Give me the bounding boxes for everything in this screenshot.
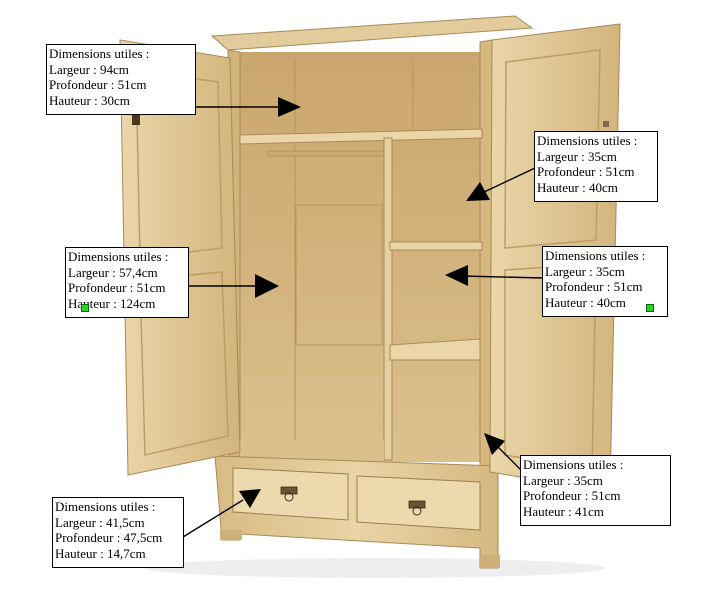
annotation-height: Hauteur : 40cm <box>537 179 618 195</box>
annotation-right-upper: Dimensions utiles : Largeur : 35cm Profo… <box>534 131 658 202</box>
green-marker-right <box>646 304 654 312</box>
drawer-left-handle <box>280 486 298 495</box>
shelf-2 <box>389 338 481 361</box>
drawer-right-handle <box>408 500 426 509</box>
arrows <box>182 97 544 538</box>
cabinet-interior <box>238 52 484 462</box>
annotation-height: Hauteur : 30cm <box>49 92 130 108</box>
annotation-title: Dimensions utiles : <box>68 249 169 264</box>
annotation-width: Largeur : 35cm <box>545 263 625 279</box>
annotation-title: Dimensions utiles : <box>49 46 150 61</box>
annotation-drawer: Dimensions utiles : Largeur : 41,5cm Pro… <box>52 497 184 568</box>
annotation-depth: Profondeur : 47,5cm <box>55 530 163 545</box>
cabinet-top <box>210 15 534 51</box>
green-marker-left <box>81 304 89 312</box>
right-door-lock <box>603 121 609 127</box>
annotation-depth: Profondeur : 51cm <box>537 164 635 179</box>
top-shelf-board <box>239 128 483 145</box>
annotation-height: Hauteur : 14,7cm <box>55 545 146 561</box>
annotation-width: Largeur : 57,4cm <box>68 264 158 280</box>
floor-shadow <box>145 558 605 578</box>
left-door-lock <box>132 113 140 125</box>
arrow-right-upper <box>481 167 536 194</box>
front-foot-left <box>220 530 242 540</box>
annotation-depth: Profondeur : 51cm <box>68 280 166 295</box>
hanging-rail <box>267 150 385 157</box>
annotation-depth: Profondeur : 51cm <box>545 279 643 294</box>
annotation-width: Largeur : 35cm <box>537 148 617 164</box>
annotation-depth: Profondeur : 51cm <box>523 488 621 503</box>
annotation-width: Largeur : 41,5cm <box>55 514 145 530</box>
annotation-title: Dimensions utiles : <box>545 248 646 263</box>
annotation-right-lower: Dimensions utiles : Largeur : 35cm Profo… <box>520 455 671 526</box>
annotation-depth: Profondeur : 51cm <box>49 77 147 92</box>
front-foot-right <box>480 555 500 568</box>
shelf-1 <box>389 241 483 251</box>
annotation-height: Hauteur : 40cm <box>545 294 626 310</box>
arrow-right-middle <box>461 275 544 279</box>
arrow-right-lower <box>497 446 522 471</box>
annotation-top-shelf: Dimensions utiles : Largeur : 94cm Profo… <box>46 44 196 115</box>
annotation-width: Largeur : 94cm <box>49 61 129 77</box>
annotation-width: Largeur : 35cm <box>523 472 603 488</box>
annotation-title: Dimensions utiles : <box>523 457 624 472</box>
annotation-height: Hauteur : 124cm <box>68 295 156 311</box>
cabinet-floor <box>240 440 384 462</box>
annotation-title: Dimensions utiles : <box>537 133 638 148</box>
annotation-title: Dimensions utiles : <box>55 499 156 514</box>
annotation-height: Hauteur : 41cm <box>523 503 604 519</box>
arrow-drawer <box>182 499 244 538</box>
vertical-divider <box>383 137 393 461</box>
